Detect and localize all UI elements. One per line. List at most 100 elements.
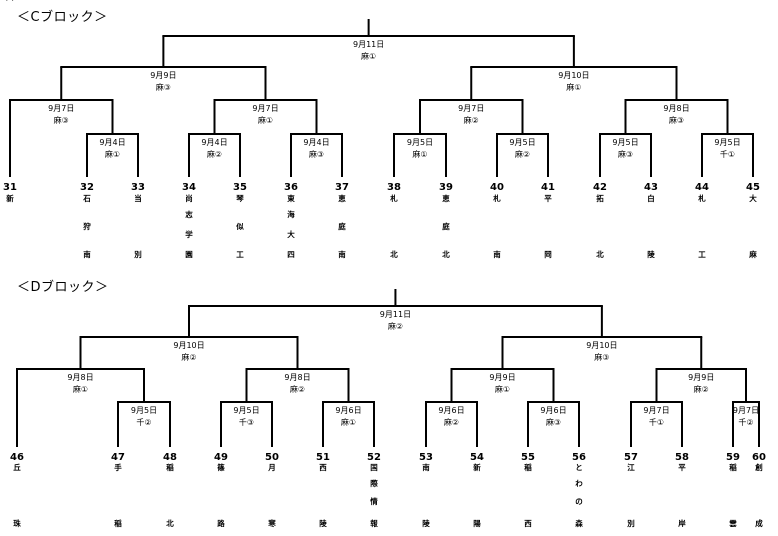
c-r3-a-venue: 麻③ <box>156 82 171 92</box>
block-c-team-41-label-char: 平 <box>544 194 552 203</box>
d-r2-c-venue: 麻① <box>495 384 510 394</box>
block-d-team-46-label-char: 珠 <box>13 518 21 528</box>
block-d-team-59-label-char: 雲 <box>729 518 737 528</box>
block-d-team-51-number: 51 <box>316 452 330 463</box>
block-d-team-54-label-char: 新 <box>473 462 481 472</box>
c-r2-b-date: 9月7日 <box>252 104 278 113</box>
block-c-team-39-label-char: 庭 <box>442 221 450 231</box>
block-c-team-44-label-char: 工 <box>698 250 706 259</box>
c-r1-b-venue: 麻② <box>207 149 222 159</box>
block-d-team-55-number: 55 <box>521 452 535 463</box>
block-d-team-52-label-char: 報 <box>370 518 378 528</box>
block-d-team-56-label-char: と <box>575 463 583 472</box>
block-c-team-42-number: 42 <box>593 182 607 193</box>
block-c-team-42-label-char: 拓 <box>596 193 604 203</box>
block-c-team-32-label-char: 南 <box>83 249 91 259</box>
block-d-team-53-number: 53 <box>419 452 433 463</box>
block-c-team-31-label-char: 新 <box>6 193 14 203</box>
c-r1-b-date: 9月4日 <box>201 138 227 147</box>
d-r2-b-date: 9月8日 <box>284 373 310 382</box>
c-r2-a-date: 9月7日 <box>48 104 74 113</box>
block-d-team-54-number: 54 <box>470 452 484 463</box>
c-r1-c-date: 9月4日 <box>303 138 329 147</box>
c-r1-a-venue: 麻① <box>105 149 120 159</box>
d-r1-f-venue: 千① <box>649 417 664 427</box>
block-c-team-34-label-char: 学 <box>185 229 193 239</box>
block-c-team-36-label-char: 東 <box>287 193 295 203</box>
block-c-team-33-label-char: 別 <box>133 250 142 259</box>
block-d-team-59-label-char: 稲 <box>729 462 737 472</box>
c-r3-a-date: 9月9日 <box>150 71 176 80</box>
block-c-team-34-number: 34 <box>182 182 196 193</box>
block-d-team-56-number: 56 <box>572 452 586 463</box>
block-d-team-56-label-char: わ <box>575 479 583 488</box>
block-d-team-48-label-char: 北 <box>166 518 174 528</box>
block-d-team-52-number: 52 <box>367 452 381 463</box>
c-r2-b-venue: 麻① <box>258 115 273 125</box>
d-r2-d-date: 9月9日 <box>688 373 714 382</box>
block-d-team-60-label-char: 成 <box>755 518 763 528</box>
c-r1-f-venue: 麻③ <box>618 149 633 159</box>
c-final-date: 9月11日 <box>353 40 384 49</box>
block-c-team-43-label-char: 陵 <box>647 249 655 259</box>
block-c-team-35-label-char: 工 <box>236 250 244 259</box>
block-d-team-50-number: 50 <box>265 452 279 463</box>
c-r1-d-venue: 麻① <box>412 149 427 159</box>
block-d-team-49-number: 49 <box>214 452 228 463</box>
c-r1-g-date: 9月5日 <box>714 138 740 147</box>
d-final-date: 9月11日 <box>380 310 411 319</box>
c-r3-b-venue: 麻① <box>566 82 581 92</box>
block-d-team-59-number: 59 <box>726 452 740 463</box>
block-c-team-38-label-char: 北 <box>390 249 398 259</box>
block-c-team-38-label-char: 札 <box>389 193 398 203</box>
block-c-team-37-number: 37 <box>335 182 349 193</box>
d-r2-a-venue: 麻① <box>73 384 88 394</box>
block-c-team-42-label-char: 北 <box>596 249 604 259</box>
block-d-team-57-label-char: 別 <box>626 519 635 528</box>
block-d-team-49-label-char: 路 <box>217 518 225 528</box>
block-c-team-31-number: 31 <box>3 182 17 193</box>
block-c-team-37-label-char: 南 <box>338 249 346 259</box>
block-d-team-47-label-char: 稲 <box>114 518 122 528</box>
block-d-team-60-label-char: 創 <box>754 462 763 472</box>
c-r2-d-date: 9月8日 <box>663 104 689 113</box>
block-c-team-31-label-char: 川 <box>5 0 14 2</box>
block-d-team-47-number: 47 <box>111 452 125 463</box>
block-d-team-56-label-char: の <box>575 497 583 506</box>
block-d-team-56-label-char: 森 <box>575 518 583 528</box>
block-d-team-47-label-char: 手 <box>114 462 122 472</box>
d-r1-b-date: 9月5日 <box>233 406 259 415</box>
d-r2-a-date: 9月8日 <box>67 373 93 382</box>
block-d-team-54-label-char: 陽 <box>473 518 481 528</box>
d-r1-f-date: 9月7日 <box>643 406 669 415</box>
block-c-team-44-number: 44 <box>695 182 709 193</box>
block-d-title: ＜Dブロック＞ <box>17 280 109 295</box>
d-r1-e-date: 9月6日 <box>540 406 566 415</box>
c-r1-e-date: 9月5日 <box>509 138 535 147</box>
block-c-team-33-number: 33 <box>131 182 145 193</box>
c-r1-e-venue: 麻② <box>515 149 530 159</box>
block-c-team-32-number: 32 <box>80 182 94 193</box>
block-d-team-57-label-char: 江 <box>627 462 635 472</box>
block-d-team-52-label-char: 際 <box>370 478 378 488</box>
block-c-team-39-label-char: 恵 <box>442 193 450 203</box>
block-d-team-53-label-char: 陵 <box>422 518 430 528</box>
c-r1-c-venue: 麻③ <box>309 149 324 159</box>
block-c-team-43-label-char: 白 <box>647 193 655 203</box>
block-c-team-39-label-char: 北 <box>442 249 450 259</box>
block-c-team-39-number: 39 <box>439 182 453 193</box>
block-c-team-36-label-char: 大 <box>287 229 295 239</box>
block-c-team-43-number: 43 <box>644 182 658 193</box>
d-r3-b-date: 9月10日 <box>586 341 617 350</box>
block-c-team-35-number: 35 <box>233 182 247 193</box>
c-r2-c-date: 9月7日 <box>458 104 484 113</box>
c-r2-c-venue: 麻② <box>464 115 479 125</box>
block-d-team-52-label-char: 情 <box>369 496 378 506</box>
block-d-team-58-label-char: 岸 <box>678 518 686 528</box>
block-d-team-49-label-char: 篠 <box>217 462 225 472</box>
block-c-title: ＜Cブロック＞ <box>17 10 108 25</box>
d-r1-b-venue: 千③ <box>239 417 254 427</box>
block-d-team-57-number: 57 <box>624 452 638 463</box>
